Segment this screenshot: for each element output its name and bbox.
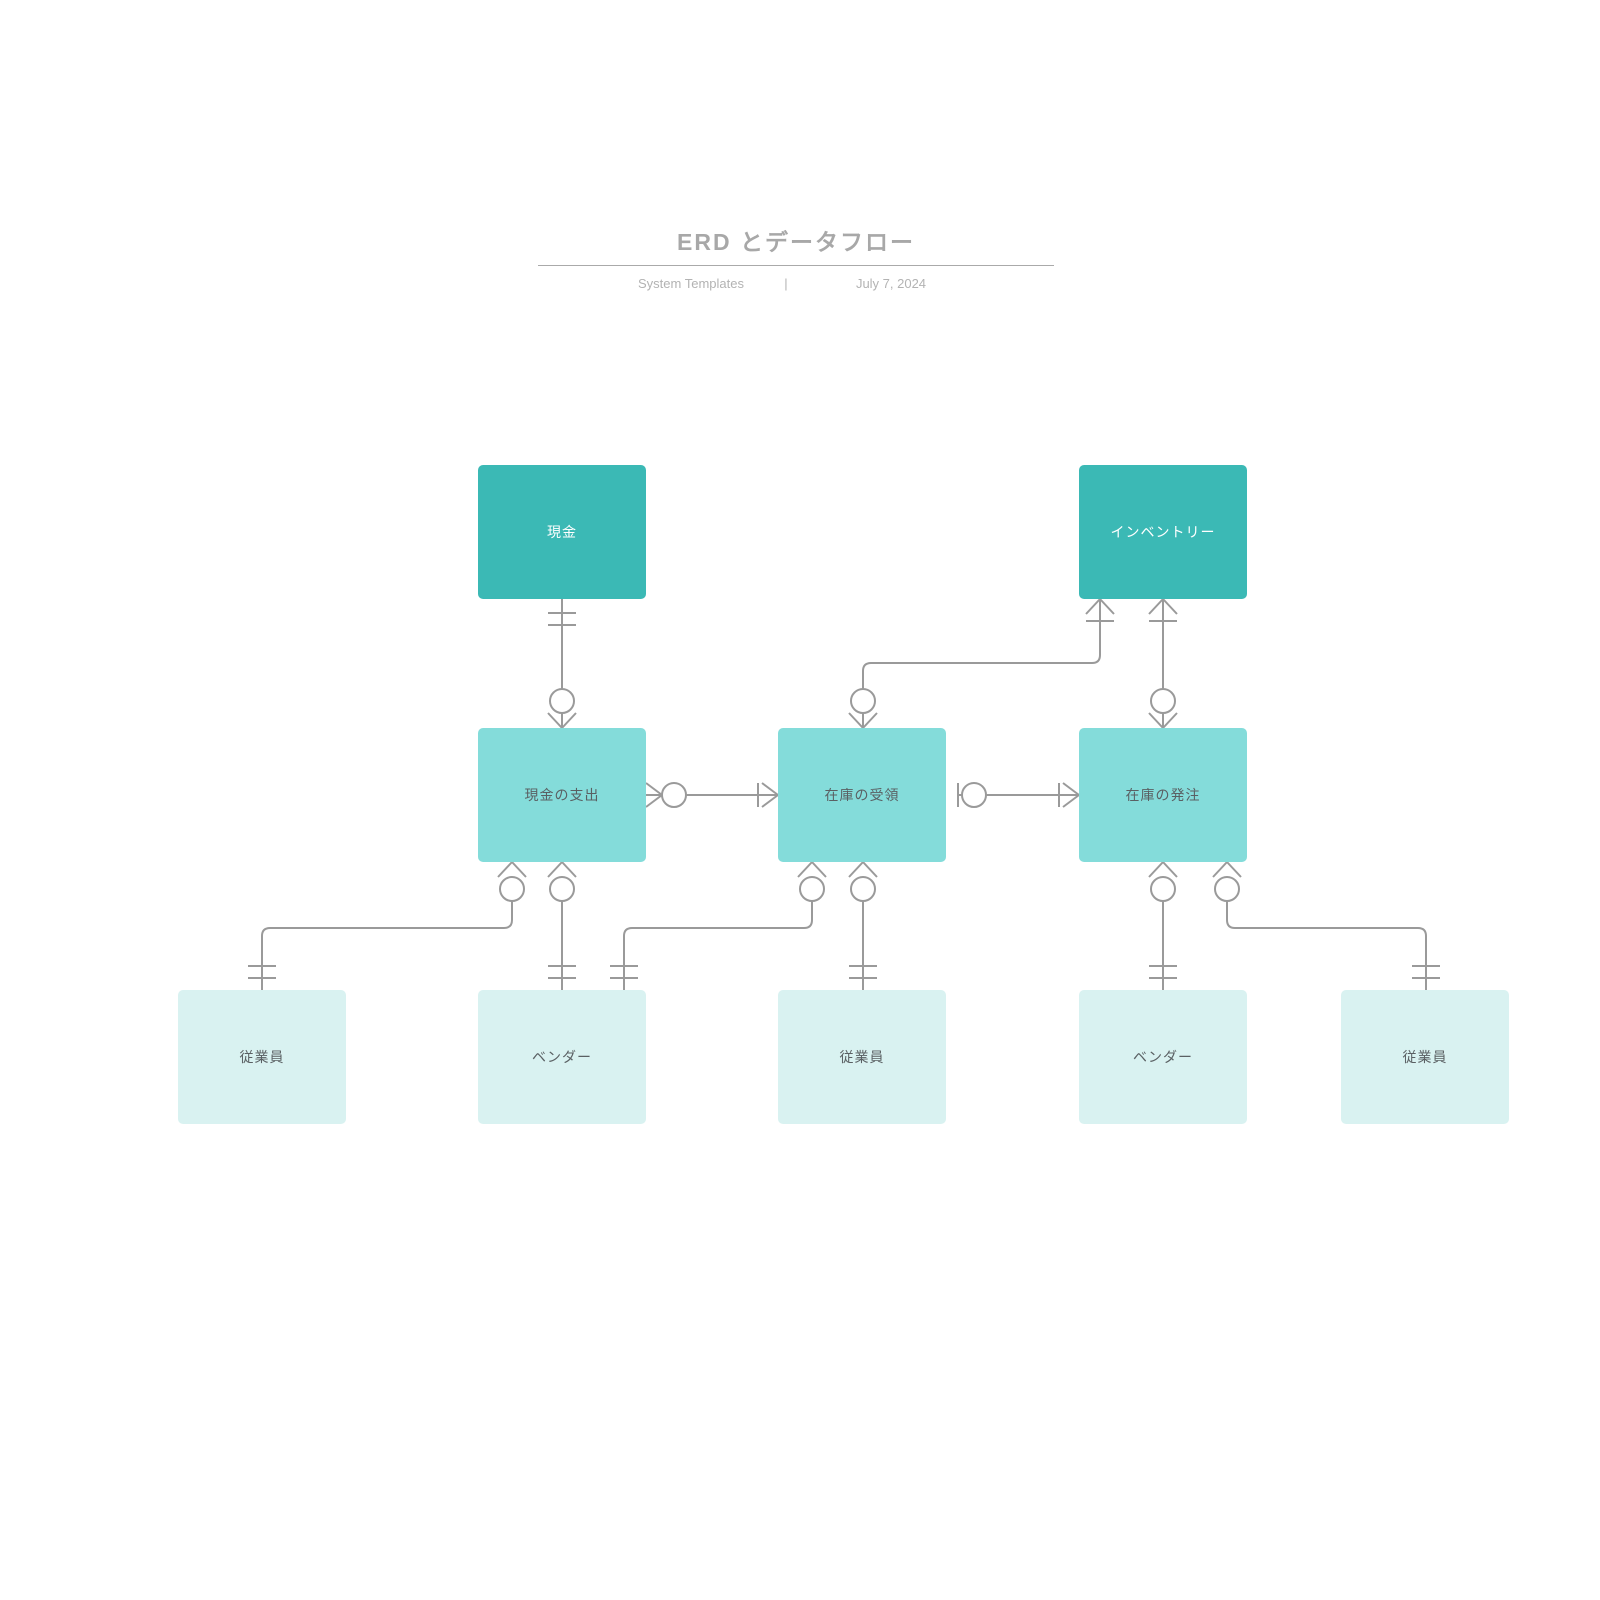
entity-vendor-1[interactable]: ベンダー — [478, 990, 646, 1124]
connector-inventory-receipt-to-employee-2 — [848, 861, 878, 990]
header-separator: | — [784, 276, 788, 291]
connector-inventory-to-inventory-receipt — [848, 598, 1115, 729]
header-date: July 7, 2024 — [855, 276, 927, 291]
entity-label: 従業員 — [839, 1049, 885, 1065]
entity-inventory-receipt[interactable]: 在庫の受領 — [778, 728, 946, 862]
entity-vendor-2[interactable]: ベンダー — [1079, 990, 1247, 1124]
entity-label: 在庫の受領 — [824, 787, 900, 803]
entity-label: 従業員 — [1402, 1049, 1448, 1065]
entity-employee-2[interactable]: 従業員 — [778, 990, 946, 1124]
entity-cash[interactable]: 現金 — [478, 465, 646, 599]
page-title: ERD とデータフロー — [677, 229, 915, 255]
entity-cash-disbursement[interactable]: 現金の支出 — [478, 728, 646, 862]
entity-inventory[interactable]: インベントリー — [1079, 465, 1247, 599]
entity-employee-3[interactable]: 従業員 — [1341, 990, 1509, 1124]
entity-label: インベントリー — [1110, 524, 1216, 540]
entity-label: ベンダー — [1133, 1049, 1193, 1065]
connector-cash-to-cash-disbursement — [547, 599, 577, 729]
entity-label: 在庫の発注 — [1125, 787, 1201, 803]
header-divider — [538, 265, 1054, 266]
connector-inventory-receipt-to-inventory-order — [957, 782, 1080, 808]
header-meta: System Templates | July 7, 2024 — [538, 275, 1054, 292]
connector-inventory-to-inventory-order — [1148, 598, 1178, 729]
connector-inventory-receipt-to-vendor-1 — [610, 861, 827, 990]
entity-employee-1[interactable]: 従業員 — [178, 990, 346, 1124]
connector-cash-disbursement-to-inventory-receipt — [645, 782, 779, 808]
entity-label: 現金の支出 — [524, 787, 600, 803]
connector-inventory-order-to-employee-3 — [1212, 861, 1440, 990]
connector-cash-disbursement-to-employee-1 — [248, 861, 527, 990]
entity-label: 従業員 — [239, 1049, 285, 1065]
connector-inventory-order-to-vendor-2 — [1148, 861, 1178, 990]
connector-cash-disbursement-to-vendor-1 — [547, 861, 577, 990]
entity-inventory-order[interactable]: 在庫の発注 — [1079, 728, 1247, 862]
header-source: System Templates — [638, 276, 744, 291]
entity-label: ベンダー — [532, 1049, 592, 1065]
entity-label: 現金 — [547, 524, 577, 540]
header: ERD とデータフロー System Templates | July 7, 2… — [538, 225, 1054, 292]
